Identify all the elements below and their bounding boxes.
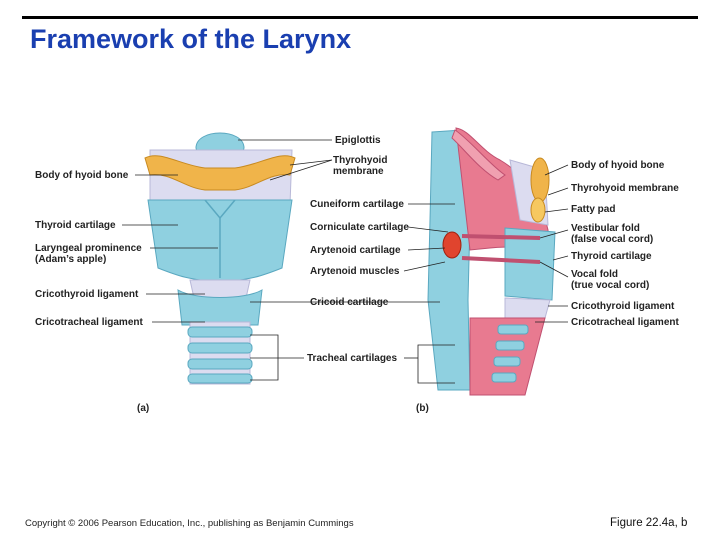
label-thyrohyoid-membrane-a-line1: Thyrohyoid [333,155,388,166]
label-vocal-fold-line1: Vocal fold [571,269,619,280]
title-rule [22,16,698,19]
label-vocal-fold: Vocal fold (true vocal cord) [571,269,649,291]
tracheal-ring-b-3 [493,356,521,367]
label-cricothyroid-ligament-a: Cricothyroid ligament [35,289,139,300]
epiglottis-shape-b [451,129,506,181]
slide-title: Framework of the Larynx [30,24,352,54]
arytenoid-cartilage-shape [442,231,462,259]
panel-label-a: (a) [137,403,150,414]
vocal-fold-shape [461,256,541,264]
panel-label-b: (b) [416,403,429,414]
tracheal-ring-1 [187,326,253,338]
sagittal-view [427,127,556,396]
label-cricotracheal-ligament-a: Cricotracheal ligament [35,317,143,328]
label-cricothyroid-ligament-b: Cricothyroid ligament [571,301,675,312]
tracheal-ring-3 [187,358,253,370]
label-corniculate-cartilage: Corniculate cartilage [310,222,409,233]
hyoid-bone-shape [144,155,296,191]
label-vestibular-fold-line2: (false vocal cord) [571,234,654,245]
tracheal-ring-b-1 [497,324,529,335]
label-cricotracheal-ligament-b: Cricotracheal ligament [571,317,679,328]
cricothyroid-ligament-shape-a [189,279,251,299]
label-thyrohyoid-membrane-a: Thyrohyoid membrane [333,155,387,177]
tracheal-ring-2 [187,342,253,354]
tracheal-ring-4 [187,373,253,384]
label-thyrohyoid-membrane-b: Thyrohyoid membrane [571,183,679,194]
label-arytenoid-muscles: Arytenoid muscles [310,266,400,277]
label-arytenoid-cartilage: Arytenoid cartilage [310,245,401,256]
label-thyroid-cartilage-b: Thyroid cartilage [571,251,652,262]
label-cricoid-cartilage: Cricoid cartilage [310,297,389,308]
hyoid-bone-shape-b [530,157,550,203]
anterior-view [144,132,296,385]
label-cuneiform-cartilage: Cuneiform cartilage [310,199,404,210]
label-thyroid-cartilage-a: Thyroid cartilage [35,220,116,231]
label-vestibular-fold: Vestibular fold (false vocal cord) [571,223,653,245]
label-body-of-hyoid-b: Body of hyoid bone [571,160,665,171]
figure-number: Figure 22.4a, b [610,517,688,529]
tracheal-ring-b-2 [495,340,525,351]
vestibular-fold-shape [461,234,541,240]
tracheal-ring-b-4 [491,372,517,383]
label-laryngeal-prominence-line1: Laryngeal prominence [35,243,142,254]
label-vestibular-fold-line1: Vestibular fold [571,223,640,234]
fatty-pad-shape [530,197,546,223]
leader-lines [122,139,569,384]
label-laryngeal-prominence: Laryngeal prominence (Adam’s apple) [35,243,142,265]
thyroid-cartilage-shape-b [504,227,556,301]
label-tracheal-cartilages: Tracheal cartilages [307,353,398,364]
copyright-notice: Copyright © 2006 Pearson Education, Inc.… [25,518,354,529]
label-body-of-hyoid-a: Body of hyoid bone [35,170,129,181]
label-fatty-pad: Fatty pad [571,204,616,215]
label-thyrohyoid-membrane-a-line2: membrane [333,166,384,177]
label-vocal-fold-line2: (true vocal cord) [571,280,650,291]
label-epiglottis: Epiglottis [335,135,381,146]
cricothyroid-ligament-shape-b [504,297,551,319]
label-laryngeal-prominence-line2: (Adam’s apple) [35,254,107,265]
